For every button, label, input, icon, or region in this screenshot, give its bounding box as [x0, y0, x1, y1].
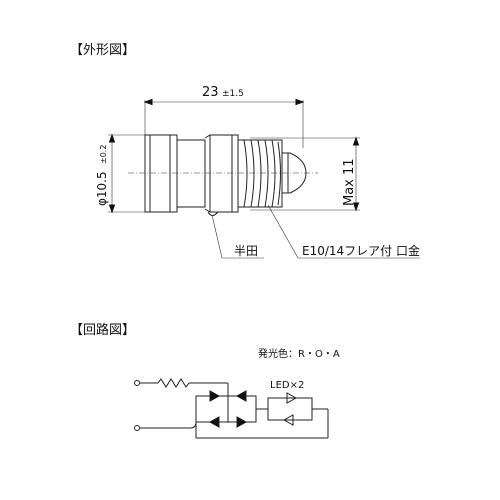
- solder-blob: [207, 211, 219, 216]
- bulb-body: [177, 139, 206, 208]
- bulb-outline: 23 ±1.5 φ10.5 ±0.2 Max 11: [95, 85, 420, 259]
- outline-section-title: 【外形図】: [70, 43, 135, 58]
- dim-arrow-left: [143, 98, 153, 106]
- emission-color-label: 発光色：R・O・A: [258, 347, 340, 360]
- solder-label: 半田: [234, 244, 258, 258]
- diameter-tolerance: ±0.2: [99, 145, 108, 164]
- max-arrow-top: [352, 136, 360, 146]
- circuit: 発光色：R・O・A LED×2: [134, 347, 340, 439]
- dim-arrow-right: [295, 98, 305, 106]
- terminal-bottom: [134, 425, 140, 431]
- length-tolerance: ±1.5: [222, 89, 244, 99]
- terminal-top: [134, 380, 140, 386]
- flare-collar: [204, 134, 239, 213]
- max-arrow-bottom: [352, 202, 360, 212]
- bridge-diodes: [208, 390, 248, 428]
- thread-lines: [243, 139, 281, 208]
- circuit-section-title: 【回路図】: [70, 322, 135, 338]
- base-label: E10/14フレア付 口金: [302, 243, 420, 258]
- dia-arrow-bottom: [108, 204, 116, 214]
- diameter-value: φ10.5: [95, 171, 109, 206]
- max-height-label: Max 11: [342, 158, 357, 206]
- led-count-label: LED×2: [270, 380, 304, 391]
- led-diodes: [282, 392, 298, 426]
- lens-cap: [144, 134, 178, 213]
- dia-arrow-top: [108, 133, 116, 143]
- length-value: 23: [202, 85, 219, 100]
- resistor: [157, 378, 190, 388]
- bridge-rectifier: [195, 395, 257, 423]
- solder-leader: [211, 214, 264, 259]
- base-leader: [267, 204, 420, 259]
- led-string: [267, 397, 313, 421]
- threaded-base: [238, 139, 283, 208]
